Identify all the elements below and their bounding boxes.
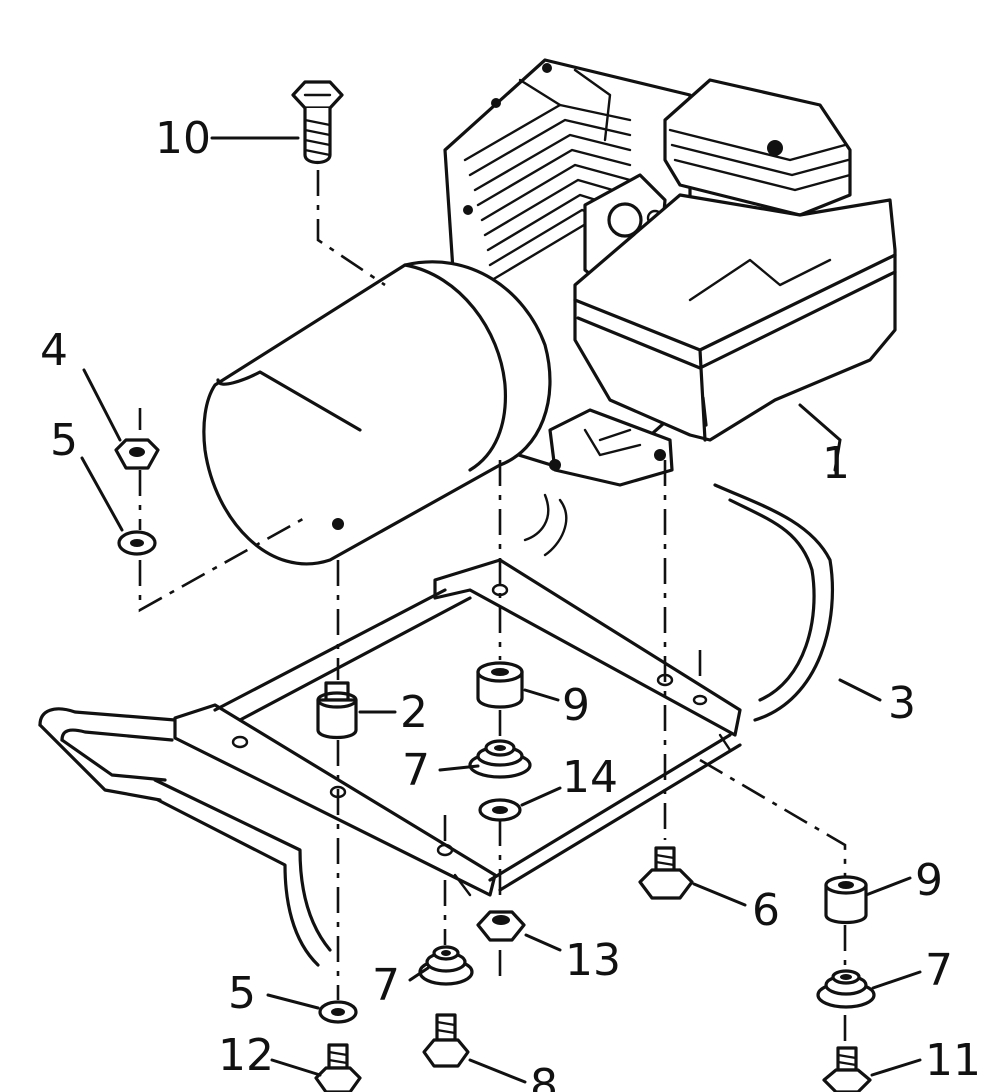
callout-8: 8 bbox=[530, 1060, 558, 1092]
callout-4: 4 bbox=[40, 325, 68, 376]
callout-numbers: 10 1 4 5 2 9 3 7 14 6 9 13 7 5 7 12 8 11 bbox=[40, 113, 981, 1092]
engine-base bbox=[548, 408, 674, 487]
nut-4 bbox=[114, 438, 160, 470]
callout-1: 1 bbox=[822, 438, 850, 489]
generator-housing bbox=[202, 260, 552, 566]
callout-3: 3 bbox=[888, 678, 916, 729]
fuel-tank bbox=[663, 78, 852, 217]
washer-5-lower bbox=[318, 1000, 358, 1024]
grommet-7-lower bbox=[418, 945, 474, 986]
callout-9-lower: 9 bbox=[915, 855, 943, 906]
callout-14: 14 bbox=[562, 752, 618, 803]
callout-7-lower: 7 bbox=[372, 960, 400, 1011]
callout-13: 13 bbox=[565, 935, 621, 986]
grommet-7-right bbox=[816, 969, 876, 1009]
washer-5-upper bbox=[117, 530, 157, 556]
washer-14 bbox=[478, 798, 522, 822]
callout-5-lower: 5 bbox=[228, 968, 256, 1019]
engine-shroud bbox=[573, 193, 897, 442]
nut-13 bbox=[476, 910, 526, 942]
bolt-6 bbox=[638, 846, 694, 900]
leader-lines bbox=[80, 136, 922, 1084]
callout-2: 2 bbox=[400, 687, 428, 738]
spacer-2 bbox=[316, 681, 358, 740]
callout-10: 10 bbox=[155, 113, 211, 164]
bolt-8 bbox=[422, 1013, 470, 1068]
callout-7-upper: 7 bbox=[402, 745, 430, 796]
bolt-12 bbox=[314, 1043, 362, 1092]
bolt-11 bbox=[822, 1046, 872, 1092]
bolt-10 bbox=[291, 80, 344, 165]
grommet-7-upper bbox=[468, 739, 532, 779]
callout-12: 12 bbox=[218, 1030, 274, 1081]
callout-11: 11 bbox=[925, 1035, 981, 1086]
callout-5-upper: 5 bbox=[50, 415, 78, 466]
callout-7-right: 7 bbox=[925, 945, 953, 996]
bushing-9-upper bbox=[476, 661, 524, 709]
assembly-lines bbox=[138, 170, 847, 1050]
callout-9-upper: 9 bbox=[562, 680, 590, 731]
bushing-9-lower bbox=[824, 875, 868, 925]
callout-6: 6 bbox=[752, 885, 780, 936]
